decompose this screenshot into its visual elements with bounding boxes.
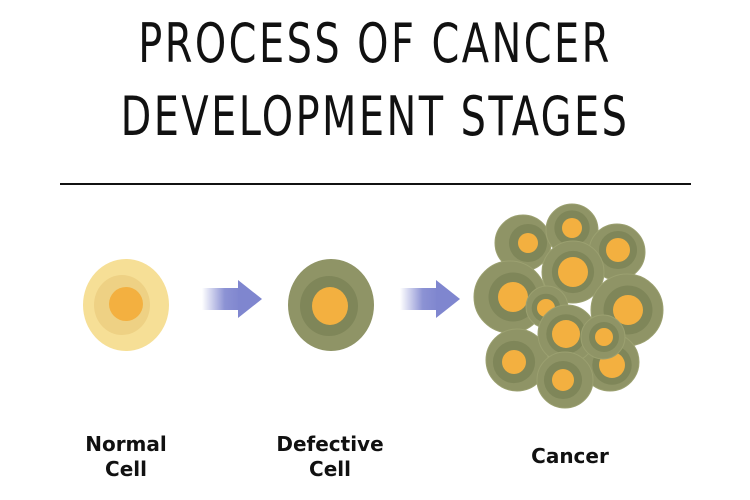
normal-cell: [83, 259, 169, 351]
label-defective-cell: Defective Cell: [260, 432, 400, 482]
label-cancer: Cancer: [510, 444, 630, 469]
arrow-2: [400, 280, 460, 318]
cancer-cell: [537, 304, 597, 364]
cancer-cell: [536, 351, 594, 409]
divider: [60, 183, 691, 185]
cancer-cell: [485, 328, 549, 392]
cancer-cell: [580, 314, 626, 360]
title-line-2: DEVELOPMENT STAGES: [120, 85, 630, 148]
label-line: Defective: [276, 432, 384, 456]
label-line: Normal: [85, 432, 167, 456]
nucleus: [312, 287, 348, 325]
nucleus: [109, 287, 143, 321]
title-line-1: PROCESS OF CANCER: [138, 12, 612, 75]
cancer-cell: [494, 214, 552, 272]
label-line: Cell: [309, 457, 351, 481]
cancer-cluster: [473, 203, 664, 409]
label-line: Cancer: [531, 444, 609, 468]
defective-cell: [288, 259, 374, 351]
cancer-cell: [541, 240, 605, 304]
label-line: Cell: [105, 457, 147, 481]
arrow-1: [202, 280, 262, 318]
label-normal-cell: Normal Cell: [66, 432, 186, 482]
